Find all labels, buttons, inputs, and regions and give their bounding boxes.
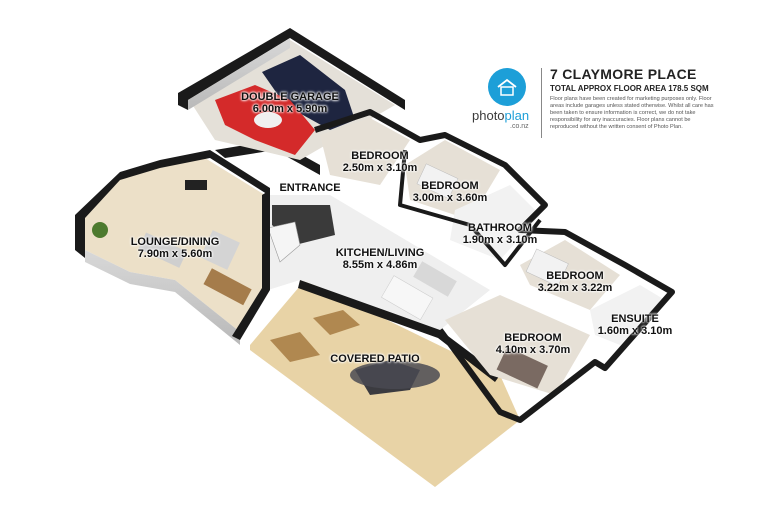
room-label-bedroom-2: BEDROOM 3.00m x 3.60m [400, 180, 500, 204]
patio-umbrella [350, 361, 440, 389]
property-address: 7 CLAYMORE PLACE [550, 66, 697, 82]
room-label-entrance: ENTRANCE [270, 182, 350, 194]
header-divider [541, 68, 542, 138]
logo-domain: .co.nz [510, 123, 529, 130]
logo-wordmark: photoplan [472, 108, 529, 123]
dining-table [203, 268, 252, 306]
bedroom-4-bed [496, 346, 548, 389]
car-red-windshield [254, 112, 282, 128]
room-label-bedroom-3: BEDROOM 3.22m x 3.22m [520, 270, 630, 294]
kitchen-wall [232, 190, 270, 340]
living-rug [381, 275, 434, 321]
interior-walls [398, 149, 542, 267]
room-dimensions: 1.90m x 3.10m [462, 234, 538, 246]
bedroom-4-floor [445, 295, 590, 395]
room-label-double-garage: DOUBLE GARAGE 6.00m x 5.90m [238, 91, 342, 115]
bathroom-floor [450, 185, 540, 260]
photoplan-logo: photoplan .co.nz [470, 68, 550, 138]
plant-icon [92, 222, 108, 238]
room-name: KITCHEN/LIVING [335, 247, 425, 259]
room-label-bedroom-1: BEDROOM 2.50m x 3.10m [330, 150, 430, 174]
room-dimensions: 8.55m x 4.86m [342, 259, 418, 271]
living-sofa [413, 261, 457, 297]
room-name: BATHROOM [468, 222, 532, 234]
room-name: LOUNGE/DINING [130, 236, 220, 248]
lounge-sofa [138, 232, 187, 268]
entrance-wall [215, 140, 320, 175]
bedroom-2-bed [416, 163, 459, 199]
room-name: BEDROOM [546, 270, 604, 282]
room-name: BEDROOM [351, 150, 409, 162]
logo-word-photo: photo [472, 108, 505, 123]
patio-bench-2 [270, 332, 320, 362]
lounge-wall [75, 150, 270, 258]
room-dimensions: 1.60m x 3.10m [597, 325, 673, 337]
room-label-bedroom-4: BEDROOM 4.10m x 3.70m [478, 332, 588, 356]
lounge-wall-face [85, 250, 240, 345]
logo-word-plan: plan [504, 108, 530, 123]
kitchen-glass-wall [298, 280, 500, 382]
room-label-covered-patio: COVERED PATIO [320, 353, 430, 365]
tv-unit [185, 180, 207, 190]
bedroom-block-walls [314, 109, 675, 423]
garage-wall-face [188, 38, 290, 110]
bedroom-3-bed [525, 248, 569, 287]
room-dimensions: 2.50m x 3.10m [342, 162, 418, 174]
room-name: BEDROOM [504, 332, 562, 344]
house-icon [497, 78, 517, 96]
lounge-sofa-2 [200, 230, 240, 270]
garage-wall [178, 28, 405, 110]
room-label-lounge-dining: LOUNGE/DINING 7.90m x 5.60m [120, 236, 230, 260]
room-name: ENSUITE [611, 313, 659, 325]
room-label-kitchen-living: KITCHEN/LIVING 8.55m x 4.86m [325, 247, 435, 271]
ensuite-floor [590, 285, 665, 345]
room-label-bathroom: BATHROOM 1.90m x 3.10m [445, 222, 555, 246]
bedroom-1-floor [320, 118, 410, 185]
room-dimensions: 6.00m x 5.90m [252, 103, 328, 115]
room-dimensions: 7.90m x 5.60m [137, 248, 213, 260]
disclaimer-text: Floor plans have been created for market… [550, 96, 714, 130]
patio-bench-1 [313, 310, 360, 335]
room-label-ensuite: ENSUITE 1.60m x 3.10m [580, 313, 690, 337]
kitchen-island [267, 221, 301, 263]
title-block: 7 CLAYMORE PLACE TOTAL APPROX FLOOR AREA… [550, 66, 720, 131]
room-dimensions: 4.10m x 3.70m [495, 344, 571, 356]
room-name: ENTRANCE [279, 182, 341, 194]
room-dimensions: 3.00m x 3.60m [412, 192, 488, 204]
room-name: COVERED PATIO [330, 353, 420, 365]
floor-area: TOTAL APPROX FLOOR AREA 178.5 SQM [550, 84, 709, 93]
room-name: DOUBLE GARAGE [241, 91, 339, 103]
room-dimensions: 3.22m x 3.22m [537, 282, 613, 294]
room-name: BEDROOM [421, 180, 479, 192]
car-navy [262, 55, 355, 130]
